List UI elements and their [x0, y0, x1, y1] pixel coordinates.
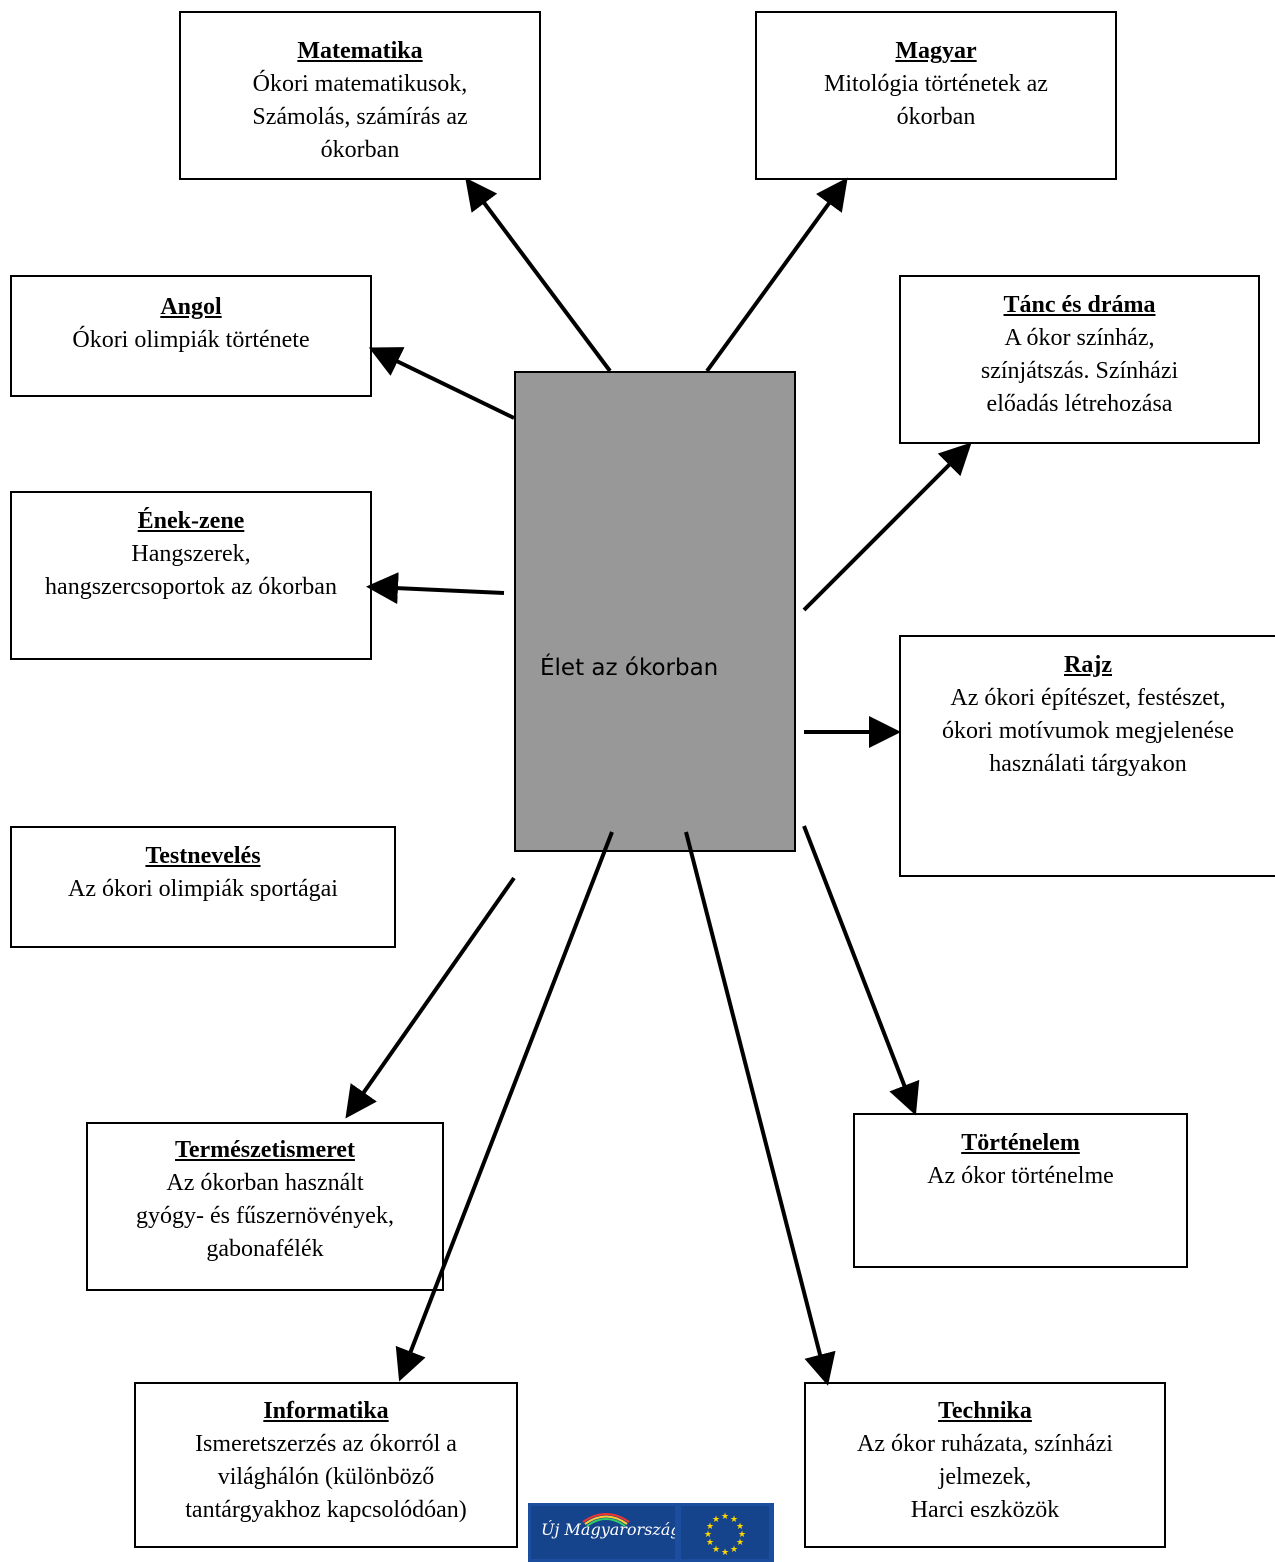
- rainbow-arc-icon: [582, 1513, 630, 1527]
- node-enek-zene: Ének-zene Hangszerek, hangszercsoportok …: [10, 491, 372, 660]
- arrow-to-magyar: [705, 177, 848, 373]
- eu-stars-icon: ★ ★ ★ ★ ★ ★ ★ ★ ★ ★ ★ ★: [704, 1512, 746, 1558]
- node-body: Ókori olimpiák története: [72, 327, 310, 353]
- node-body: A ókor színház, színjátszás. Színházi el…: [980, 325, 1179, 417]
- funding-logo: Új Magyarország ★ ★ ★ ★ ★ ★ ★ ★ ★ ★ ★ ★: [528, 1503, 774, 1562]
- svg-text:★: ★: [730, 1545, 738, 1555]
- node-title: Rajz: [1064, 652, 1112, 678]
- center-label: Élet az ókorban: [540, 655, 719, 681]
- svg-text:★: ★: [736, 1522, 744, 1532]
- node-title: Angol: [160, 294, 222, 320]
- node-body: Az ókori építészet, festészet, ókori mot…: [942, 685, 1234, 777]
- arrow-to-technika: [684, 831, 836, 1386]
- svg-text:★: ★: [704, 1530, 712, 1540]
- node-body: Mitológia történetek az ókorban: [824, 71, 1048, 130]
- svg-text:★: ★: [706, 1522, 714, 1532]
- svg-text:★: ★: [712, 1545, 720, 1555]
- node-informatika: Informatika Ismeretszerzés az ókorról a …: [134, 1382, 518, 1548]
- node-title: Technika: [938, 1398, 1032, 1424]
- node-rajz: Rajz Az ókori építészet, festészet, ókor…: [899, 635, 1275, 877]
- node-body: Az ókori olimpiák sportágai: [68, 876, 338, 902]
- node-technika: Technika Az ókor ruházata, színházi jelm…: [804, 1382, 1166, 1548]
- node-body: Az ókor ruházata, színházi jelmezek, Har…: [857, 1431, 1113, 1523]
- arrow-to-enek: [366, 572, 505, 605]
- arrow-to-tortenelem: [802, 825, 920, 1116]
- arrow-to-tanc: [802, 442, 972, 612]
- svg-text:★: ★: [712, 1515, 720, 1525]
- node-testneveles: Testnevelés Az ókori olimpiák sportágai: [10, 826, 396, 948]
- uj-magyarorszag-logo: Új Magyarország: [531, 1506, 675, 1559]
- node-termeszetismeret: Természetismeret Az ókorban használt gyó…: [86, 1122, 444, 1291]
- eu-flag-icon: ★ ★ ★ ★ ★ ★ ★ ★ ★ ★ ★ ★: [681, 1506, 769, 1559]
- node-title: Történelem: [961, 1130, 1080, 1156]
- center-node: Élet az ókorban: [514, 371, 796, 852]
- node-body: Hangszerek, hangszercsoportok az ókorban: [45, 541, 337, 600]
- node-matematika: Matematika Ókori matematikusok, Számolás…: [179, 11, 541, 180]
- svg-text:★: ★: [730, 1515, 738, 1525]
- node-body: Az ókorban használt gyógy- és fűszernövé…: [136, 1170, 394, 1262]
- svg-text:★: ★: [738, 1530, 746, 1540]
- node-title: Informatika: [263, 1398, 389, 1424]
- svg-text:★: ★: [706, 1538, 714, 1548]
- node-title: Matematika: [297, 38, 423, 64]
- svg-text:★: ★: [721, 1548, 729, 1558]
- node-tanc-es-drama: Tánc és dráma A ókor színház, színjátszá…: [899, 275, 1260, 444]
- logo-text: Új Magyarország: [541, 1520, 675, 1539]
- node-body: Ókori matematikusok, Számolás, számírás …: [252, 71, 468, 163]
- svg-text:★: ★: [721, 1512, 729, 1522]
- node-title: Testnevelés: [145, 843, 261, 869]
- node-title: Ének-zene: [137, 508, 245, 534]
- node-body: Az ókor történelme: [927, 1163, 1114, 1189]
- node-angol: Angol Ókori olimpiák története: [10, 275, 372, 397]
- svg-text:★: ★: [736, 1538, 744, 1548]
- node-tortenelem: Történelem Az ókor történelme: [853, 1113, 1188, 1268]
- arrow-to-angol: [368, 347, 515, 420]
- node-magyar: Magyar Mitológia történetek az ókorban: [755, 11, 1117, 180]
- node-title: Természetismeret: [175, 1137, 355, 1163]
- arrow-to-informatika: [395, 831, 614, 1382]
- node-body: Ismeretszerzés az ókorról a világhálón (…: [185, 1431, 467, 1523]
- node-title: Tánc és dráma: [1003, 292, 1156, 318]
- node-title: Magyar: [895, 38, 977, 64]
- arrow-to-matematika: [465, 177, 612, 373]
